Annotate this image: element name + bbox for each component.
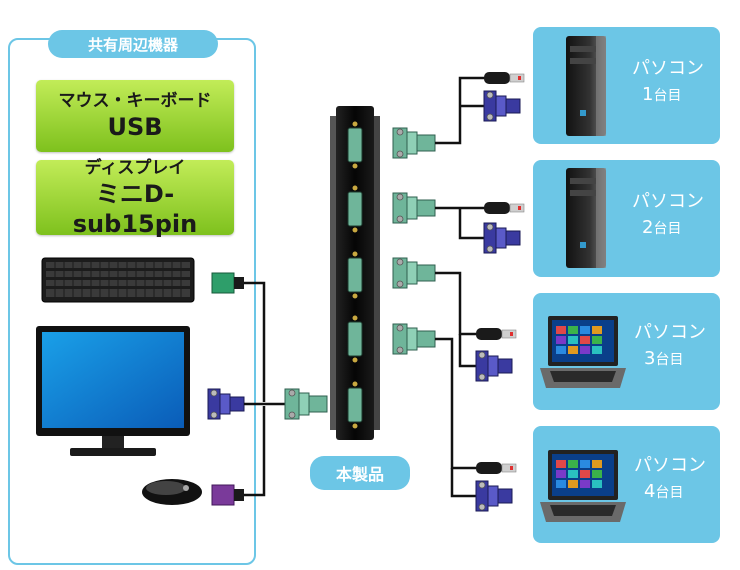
laptop-pc-4-icon: [540, 450, 626, 522]
pc4-connectors: [475, 461, 517, 512]
display-label-line1: ディスプレイ: [84, 157, 186, 178]
keyboard-icon: [41, 257, 195, 303]
usb-label-line2: USB: [107, 113, 163, 141]
peripherals-title: 共有周辺機器: [48, 30, 218, 58]
pc-label-1: パソコン 1台目: [632, 56, 704, 109]
console-connector: [284, 388, 328, 420]
pc-cables: [435, 76, 484, 498]
desktop-pc-1-icon: [566, 36, 606, 136]
display-label-line2: ミニD-sub15pin: [72, 179, 198, 238]
display-label: ディスプレイ ミニD-sub15pin: [36, 157, 234, 238]
pc-label-2-num: 2: [642, 217, 654, 238]
pc-label-1-num: 1: [642, 84, 654, 105]
pc-label-3-num: 3: [644, 348, 656, 369]
pc3-connectors: [475, 327, 517, 382]
product-label: 本製品: [310, 456, 410, 490]
pc-label-2-name: パソコン: [632, 191, 704, 212]
kvm-switch-icon: [330, 106, 380, 440]
mouse-icon: [142, 479, 202, 505]
pc1-connectors: [483, 71, 525, 122]
laptop-pc-3-icon: [540, 316, 626, 388]
kvm-port-connectors: [392, 127, 436, 355]
pc-label-4-unit: 台目: [655, 485, 684, 501]
monitor-icon: [36, 326, 190, 456]
console-cables: [244, 281, 285, 497]
usb-label-line1: マウス・キーボード: [58, 91, 212, 111]
pc-label-2-unit: 台目: [653, 221, 682, 237]
keyboard-usb-connector: [211, 272, 244, 294]
pc-label-1-unit: 台目: [653, 88, 682, 104]
monitor-vga-connector: [207, 388, 245, 420]
usb-label: マウス・キーボード USB: [36, 80, 234, 152]
pc-label-1-name: パソコン: [632, 58, 704, 79]
pc2-connectors: [483, 201, 525, 254]
pc-label-3-name: パソコン: [634, 322, 706, 343]
mouse-usb-connector: [211, 484, 244, 506]
pc-box-1: [533, 27, 720, 144]
desktop-pc-2-icon: [566, 168, 606, 268]
pc-label-3-unit: 台目: [655, 352, 684, 368]
pc-label-4-name: パソコン: [634, 455, 706, 476]
pc-label-3: パソコン 3台目: [634, 320, 706, 373]
pc-label-4-num: 4: [644, 481, 656, 502]
pc-box-2: [533, 160, 720, 277]
pc-label-4: パソコン 4台目: [634, 453, 706, 506]
pc-label-2: パソコン 2台目: [632, 189, 704, 242]
